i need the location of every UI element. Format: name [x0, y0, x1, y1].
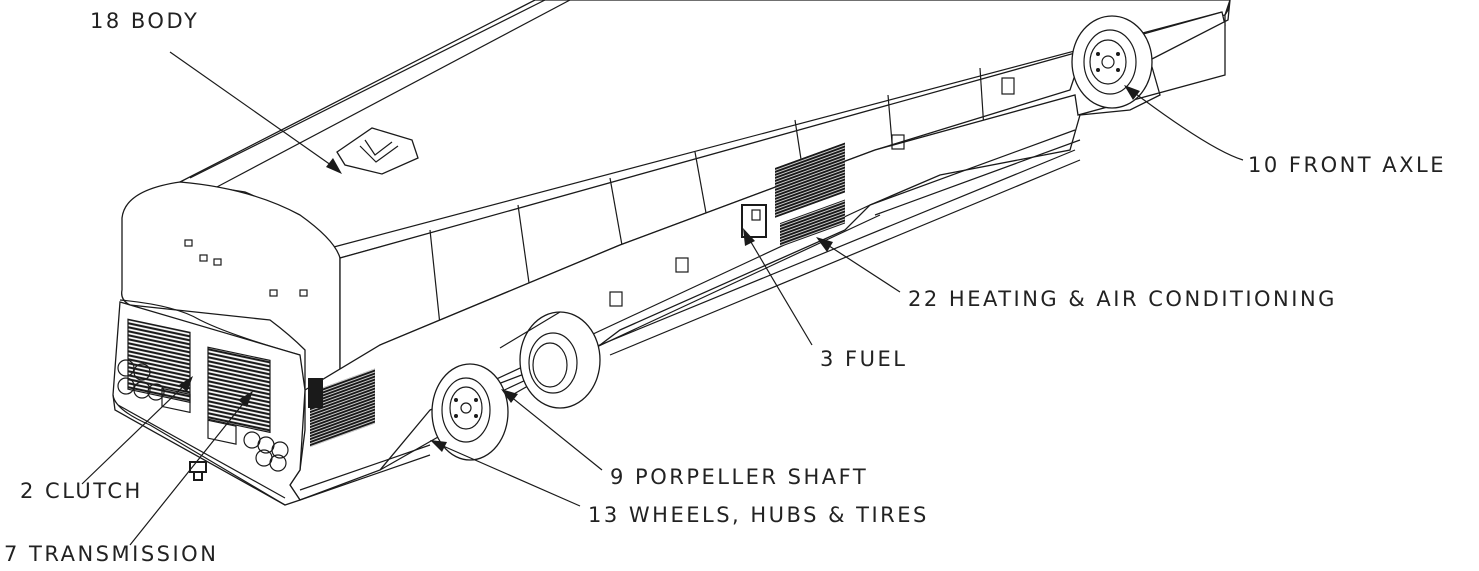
drive-wheel	[431, 363, 509, 461]
lower-skirt	[289, 0, 1231, 501]
label-heating: 22 HEATING & AIR CONDITIONING	[908, 287, 1337, 311]
roof-markers	[184, 239, 308, 297]
roof-emblem	[336, 127, 419, 175]
label-transmission: 7 TRANSMISSION	[4, 542, 218, 566]
label-clutch: 2 CLUTCH	[20, 479, 143, 503]
label-fuel: 3 FUEL	[820, 347, 907, 371]
callout-labels: 18 BODY 10 FRONT AXLE 22 HEATING & AIR C…	[4, 9, 1446, 566]
rear-lamps	[117, 359, 289, 472]
label-front-axle: 10 FRONT AXLE	[1248, 153, 1446, 177]
label-wheels: 13 WHEELS, HUBS & TIRES	[588, 503, 929, 527]
tag-wheel	[499, 311, 601, 409]
label-propeller: 9 PORPELLER SHAFT	[610, 465, 868, 489]
front-wheel	[1071, 15, 1153, 109]
bus-drawing	[112, 0, 1231, 506]
label-body: 18 BODY	[90, 9, 199, 33]
leader-lines	[81, 51, 1244, 546]
